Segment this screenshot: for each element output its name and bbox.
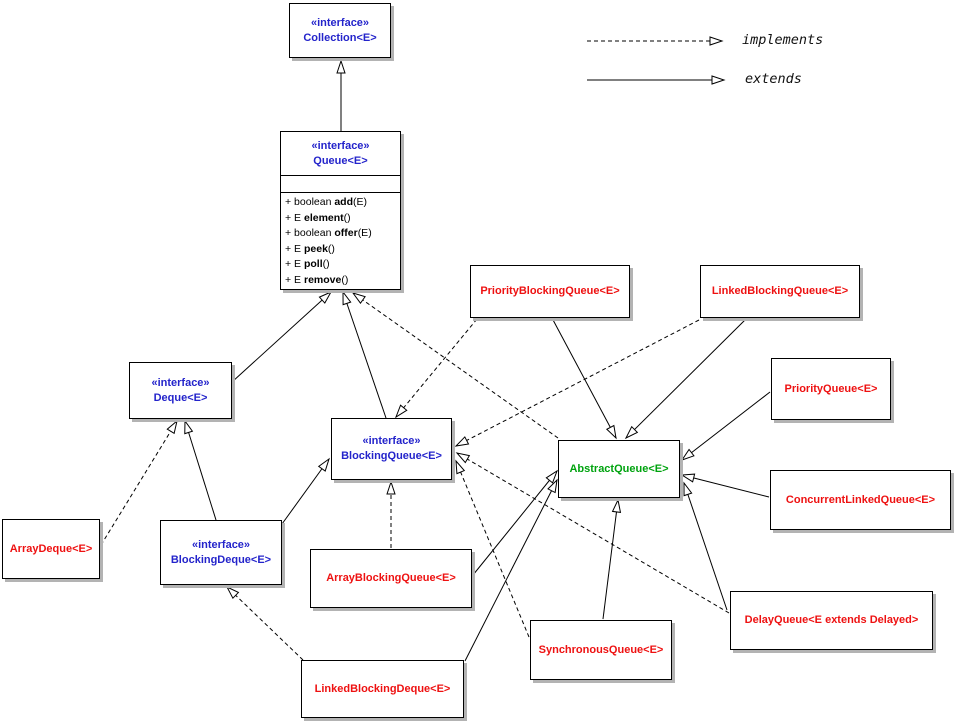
blockingdeque-name: BlockingDeque<E> bbox=[170, 553, 272, 566]
edge-priorityqueue-extends-abstractqueue bbox=[680, 391, 771, 461]
class-box-queue: «interface» Queue<E> + boolean add(E) + … bbox=[280, 131, 401, 290]
deque-name: Deque<E> bbox=[153, 391, 208, 404]
class-box-synchronousqueue: SynchronousQueue<E> bbox=[530, 620, 672, 680]
edge-synchronousqueue-implements-blockingqueue bbox=[455, 459, 530, 638]
legend-extends-label: extends bbox=[745, 71, 802, 87]
edge-blockingdeque-extends-blockingqueue bbox=[281, 457, 330, 525]
arraydeque-name: ArrayDeque<E> bbox=[9, 542, 93, 555]
priorityblockingqueue-name: PriorityBlockingQueue<E> bbox=[480, 285, 620, 297]
class-box-linkedblockingqueue: LinkedBlockingQueue<E> bbox=[700, 265, 860, 318]
class-box-linkedblockingdeque: LinkedBlockingDeque<E> bbox=[301, 660, 464, 718]
blockingqueue-name: BlockingQueue<E> bbox=[341, 450, 442, 462]
edge-linkedblockingqueue-extends-abstractqueue bbox=[624, 317, 748, 440]
queue-method-remove: + E remove() bbox=[285, 273, 349, 286]
class-box-priorityblockingqueue: PriorityBlockingQueue<E> bbox=[470, 265, 630, 318]
edge-delayqueue-extends-abstractqueue bbox=[683, 481, 728, 611]
class-box-delayqueue: DelayQueue<E extends Delayed> bbox=[730, 591, 933, 650]
class-box-blockingdeque: «interface» BlockingDeque<E> bbox=[160, 520, 282, 585]
edge-arraydeque-implements-deque bbox=[100, 419, 178, 546]
class-box-concurrentlinkedqueue: ConcurrentLinkedQueue<E> bbox=[770, 470, 951, 530]
arrayblockingqueue-name: ArrayBlockingQueue<E> bbox=[326, 572, 456, 584]
edge-linkedblockingqueue-implements-blockingqueue bbox=[454, 319, 700, 447]
queue-method-add: + boolean add(E) bbox=[285, 196, 368, 208]
queue-method-peek: + E peek() bbox=[285, 242, 335, 255]
class-box-collection: «interface» Collection<E> bbox=[289, 3, 391, 58]
class-box-priorityqueue: PriorityQueue<E> bbox=[771, 358, 891, 420]
collection-stereotype: «interface» bbox=[310, 16, 370, 29]
collection-name: Collection<E> bbox=[303, 31, 377, 44]
edge-priorityblockingqueue-extends-abstractqueue bbox=[551, 317, 617, 440]
edge-linkedblockingdeque-implements-blockingdeque bbox=[225, 585, 304, 661]
synchronousqueue-name: SynchronousQueue<E> bbox=[538, 643, 664, 656]
queue-name: Queue<E> bbox=[313, 154, 368, 167]
class-box-arrayblockingqueue: ArrayBlockingQueue<E> bbox=[310, 549, 472, 608]
queue-method-poll: + E poll() bbox=[285, 258, 330, 270]
delayqueue-name: DelayQueue<E extends Delayed> bbox=[744, 614, 919, 626]
queue-methods-compartment: + boolean add(E) + E element() + boolean… bbox=[281, 193, 400, 289]
blockingdeque-stereotype: «interface» bbox=[191, 538, 251, 551]
linkedblockingqueue-name: LinkedBlockingQueue<E> bbox=[711, 285, 849, 297]
edge-blockingqueue-extends-queue bbox=[342, 290, 387, 419]
priorityqueue-name: PriorityQueue<E> bbox=[784, 382, 878, 395]
class-box-deque: «interface» Deque<E> bbox=[129, 362, 232, 419]
queue-title-compartment: «interface» Queue<E> bbox=[281, 132, 400, 176]
concurrentlinkedqueue-name: ConcurrentLinkedQueue<E> bbox=[785, 493, 936, 506]
edge-blockingdeque-extends-deque bbox=[184, 419, 217, 521]
abstractqueue-name: AbstractQueue<E> bbox=[569, 462, 669, 475]
linkedblockingdeque-name: LinkedBlockingDeque<E> bbox=[314, 682, 451, 695]
queue-attributes-compartment bbox=[281, 176, 400, 193]
edge-delayqueue-implements-blockingqueue bbox=[455, 452, 730, 614]
edge-concurrentlinkedqueue-extends-abstractqueue bbox=[680, 473, 770, 498]
edge-deque-extends-queue bbox=[231, 290, 333, 383]
class-box-arraydeque: ArrayDeque<E> bbox=[2, 519, 100, 579]
queue-stereotype: «interface» bbox=[311, 139, 370, 152]
class-box-abstractqueue: AbstractQueue<E> bbox=[558, 440, 680, 498]
legend-implements-label: implements bbox=[742, 32, 824, 48]
queue-method-offer: + boolean offer(E) bbox=[285, 227, 372, 239]
edge-priorityblockingqueue-implements-blockingqueue bbox=[394, 318, 478, 419]
edge-synchronousqueue-extends-abstractqueue bbox=[602, 498, 622, 620]
class-box-blockingqueue: «interface» BlockingQueue<E> bbox=[331, 418, 452, 480]
deque-stereotype: «interface» bbox=[151, 376, 210, 389]
edge-arrayblockingqueue-extends-abstractqueue bbox=[472, 469, 558, 576]
edge-linkedblockingdeque-extends-abstractqueue bbox=[464, 478, 558, 662]
blockingqueue-stereotype: «interface» bbox=[362, 435, 421, 447]
queue-method-element: + E element() bbox=[285, 211, 351, 224]
